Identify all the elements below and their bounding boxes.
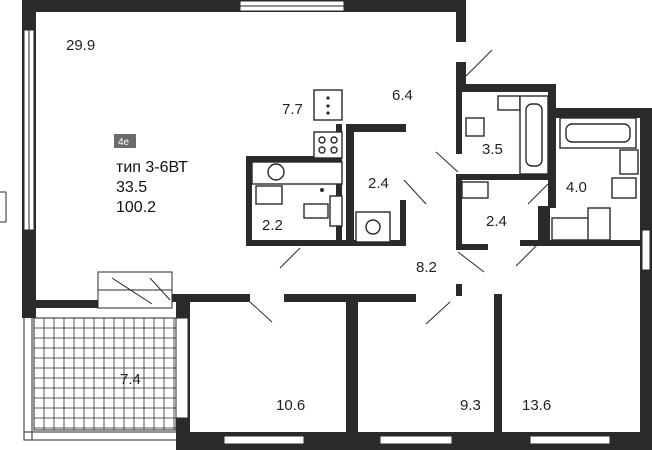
- fixtures: [251, 89, 639, 243]
- room-area-bedroom-3: 13.6: [522, 397, 551, 414]
- room-area-closet: 2.4: [368, 175, 389, 192]
- room-area-bathroom-left: 3.5: [482, 141, 503, 158]
- room-area-bedroom-2: 9.3: [460, 397, 481, 414]
- type-badge: [114, 134, 136, 148]
- room-area-living: 29.9: [66, 37, 95, 54]
- room-area-corridor: 8.2: [416, 259, 437, 276]
- room-area-kitchen: 7.7: [282, 101, 303, 118]
- room-area-balcony: 7.4: [120, 371, 141, 388]
- doors: [111, 49, 549, 325]
- room-labels: 29.9 7.7 6.4 3.5 2.4 4.0 2.2 2.4 8.2 7.4…: [66, 37, 587, 414]
- apartment-info: 4e тип 3-6ВТ 33.5 100.2: [114, 134, 188, 216]
- room-area-hall-center: 6.4: [392, 87, 413, 104]
- walls: [22, 0, 652, 450]
- room-area-bedroom-1: 10.6: [276, 397, 305, 414]
- windows: [23, 0, 651, 445]
- living-area-value: 33.5: [116, 179, 147, 196]
- entry-marker: [0, 191, 7, 223]
- room-area-wc: 2.2: [262, 217, 283, 234]
- room-area-bathroom-right: 4.0: [566, 179, 587, 196]
- room-area-storage: 2.4: [486, 213, 507, 230]
- plan-type-label: тип 3-6ВТ: [116, 159, 188, 176]
- total-area-value: 100.2: [116, 199, 156, 216]
- balcony-grid: [23, 311, 185, 441]
- type-badge-label: 4e: [118, 137, 130, 148]
